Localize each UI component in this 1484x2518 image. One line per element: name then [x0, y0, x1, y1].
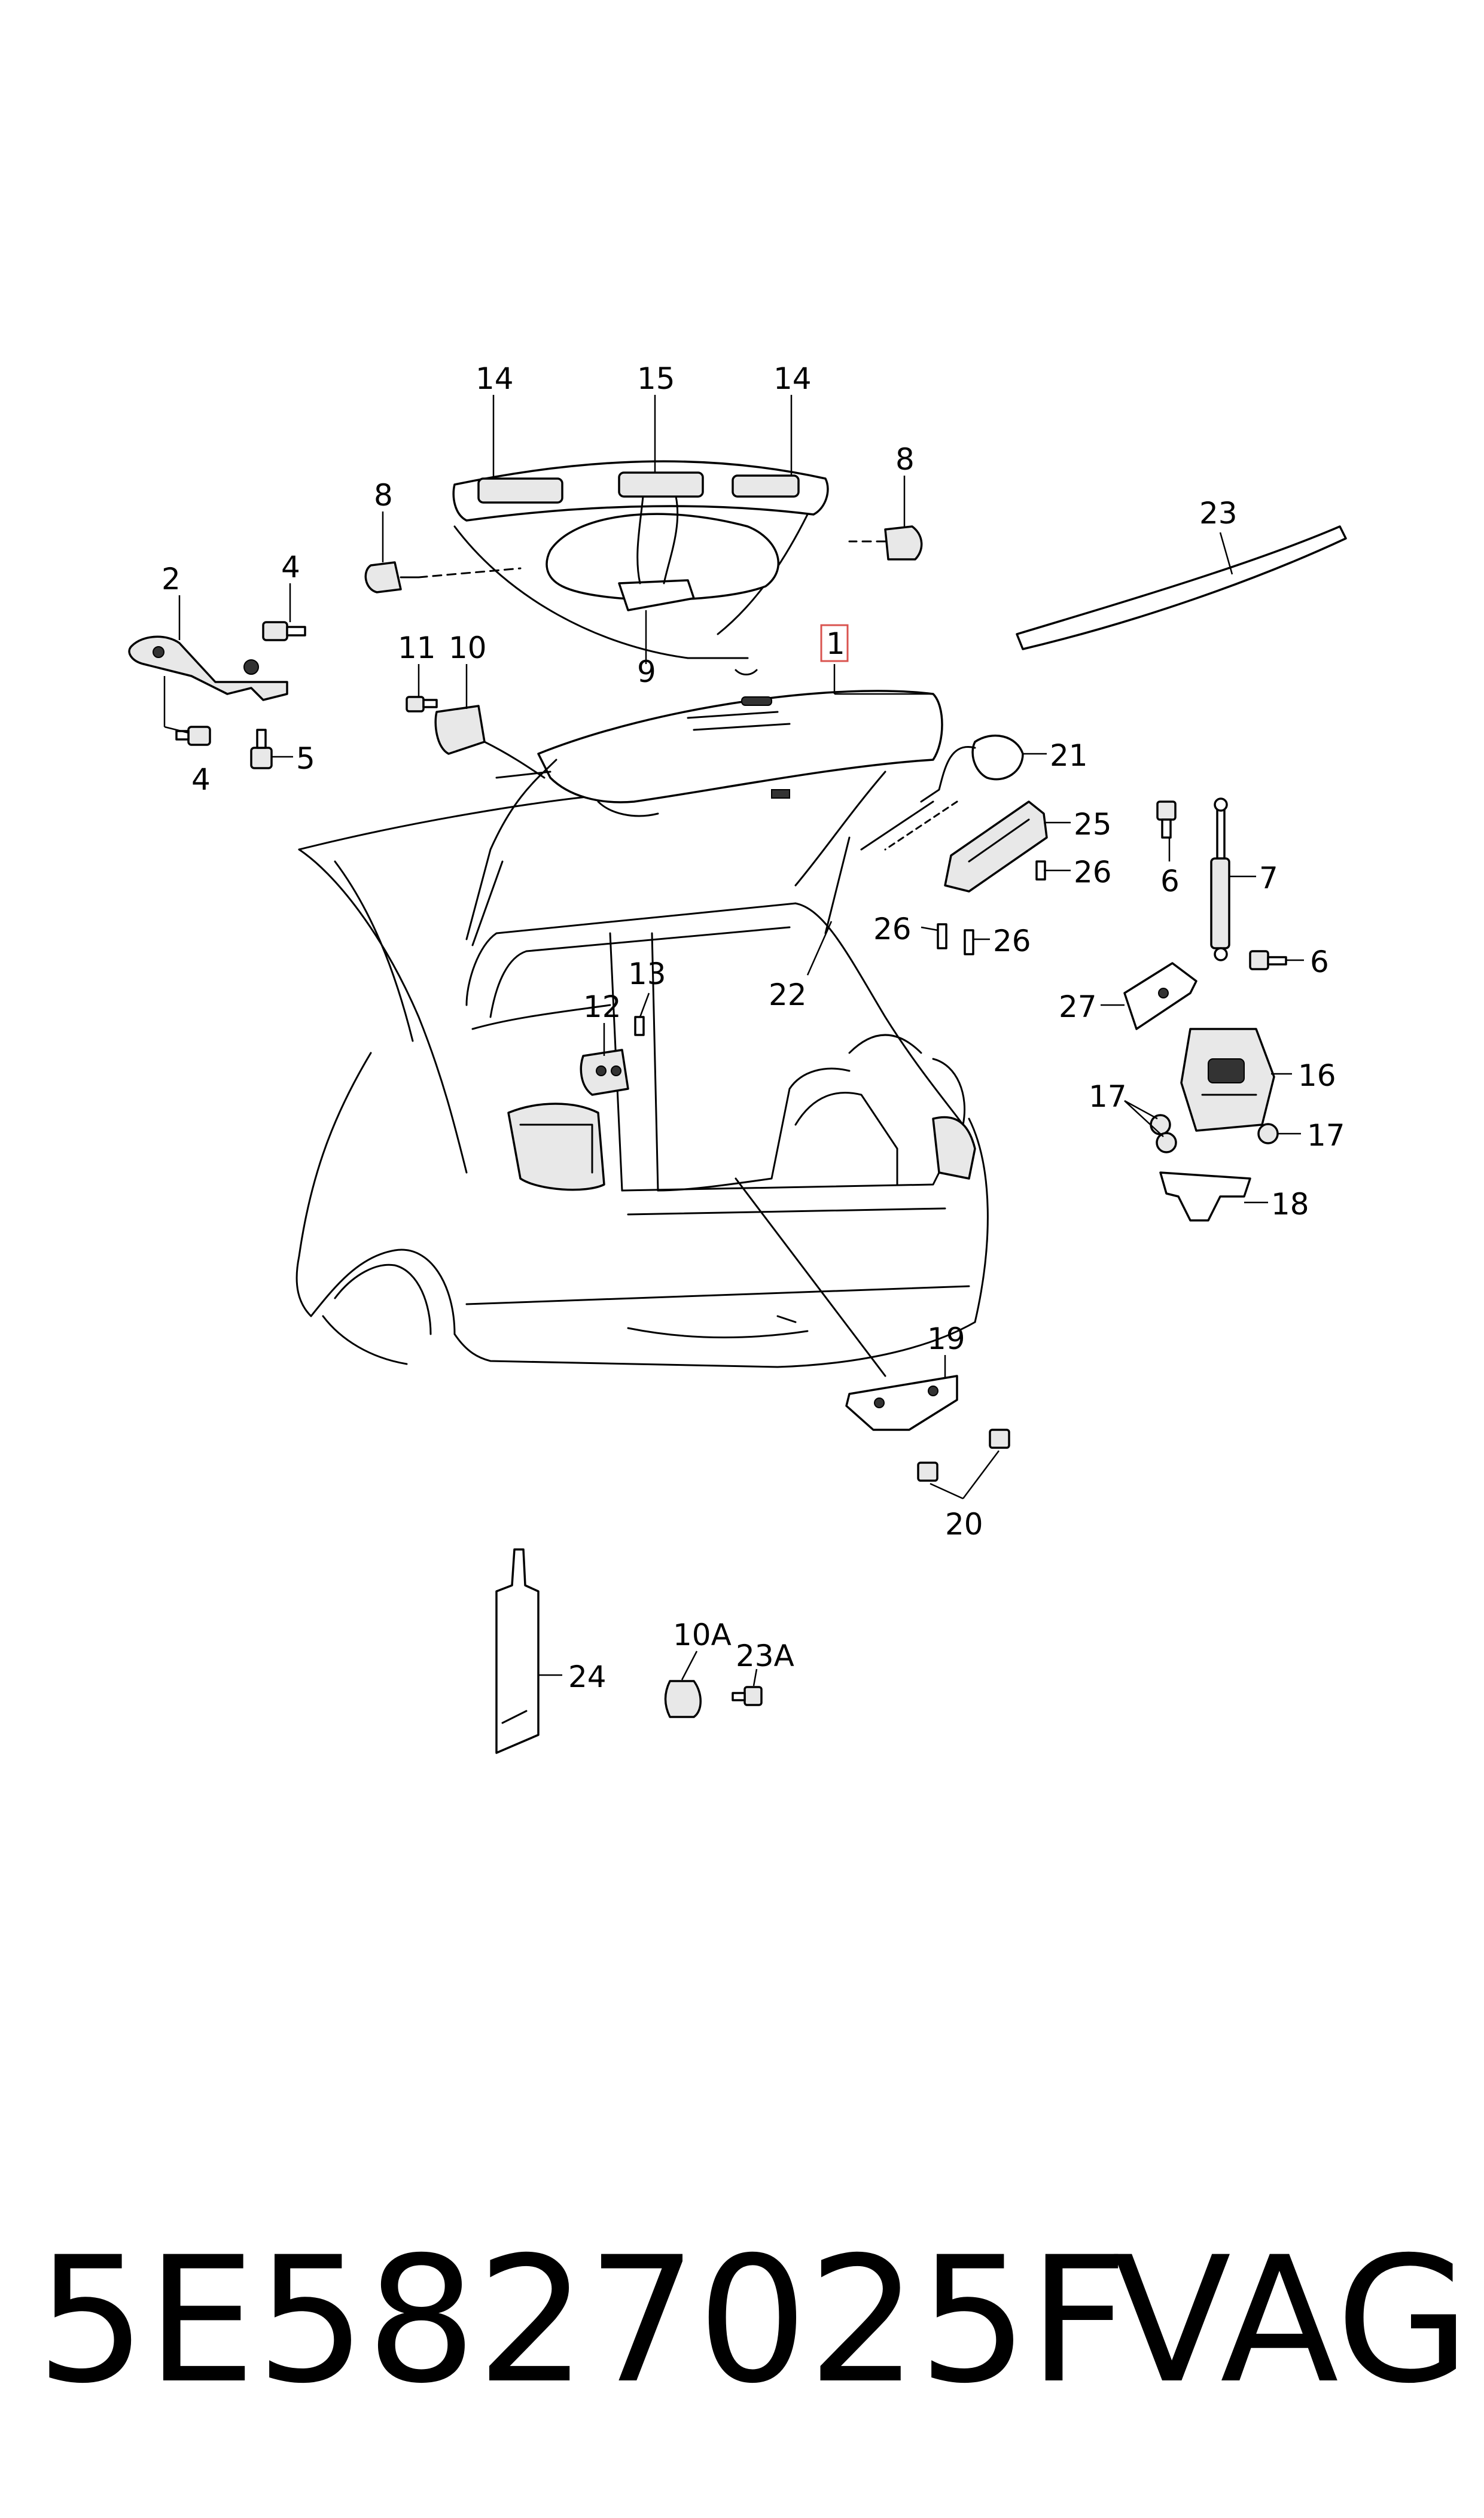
- part-23-trim-strip: [1016, 525, 1347, 650]
- callout-23a: 23A: [736, 1639, 794, 1673]
- brand-name: VAG: [1113, 2220, 1470, 2422]
- part-7-gas-strut: [1210, 797, 1230, 961]
- part-24-sealant-tube: [495, 1548, 540, 1754]
- callout-4-bottom: 4: [191, 762, 211, 797]
- part-13-screw: [634, 1016, 645, 1036]
- callout-18: 18: [1271, 1187, 1309, 1222]
- part-27-bracket: [1123, 962, 1197, 1030]
- part-23a-screw: [732, 1686, 763, 1706]
- footer: 5E5827025F VAG: [36, 2213, 1471, 2429]
- part-19-striker-plate: [735, 1177, 958, 1431]
- part-8-left-illustration: [364, 561, 522, 593]
- part-26-screws: [937, 860, 1046, 955]
- callout-7: 7: [1259, 861, 1278, 896]
- callout-10: 10: [449, 631, 487, 665]
- callout-20: 20: [945, 1507, 983, 1542]
- callout-17-left: 17: [1089, 1079, 1127, 1114]
- part-21-bump-stop: [920, 734, 1024, 803]
- part-18-striker: [1159, 1171, 1251, 1222]
- callout-4-top: 4: [281, 550, 300, 584]
- part-6-bottom: [1249, 950, 1287, 970]
- part-4-bolt-bottom: [175, 726, 211, 746]
- part-number: 5E5827025F: [36, 2220, 1129, 2422]
- callout-24: 24: [568, 1660, 607, 1694]
- callout-27: 27: [1059, 989, 1097, 1024]
- brake-light-inset: [452, 460, 829, 675]
- part-8-right-illustration: [848, 525, 923, 561]
- part-10-bracket: [434, 705, 546, 779]
- callout-22: 22: [769, 978, 807, 1012]
- callout-1: 1: [826, 626, 845, 661]
- callout-25: 25: [1074, 807, 1112, 842]
- callout-6-top: 6: [1160, 864, 1180, 899]
- leader-lines: [163, 395, 1304, 1686]
- callout-8-left: 8: [374, 478, 393, 513]
- callout-1-highlight-box: [820, 624, 849, 662]
- callout-16: 16: [1298, 1058, 1336, 1093]
- part-16-lock: [1180, 1028, 1275, 1132]
- part-11-screw: [406, 696, 438, 713]
- tailgate-illustration: [465, 690, 943, 940]
- part-4-bolt-top: [262, 621, 306, 641]
- callout-15: 15: [637, 361, 675, 396]
- part-2-hinge: [128, 635, 288, 701]
- callout-26-middle: 26: [993, 924, 1031, 958]
- car-body-illustration: [295, 794, 989, 1368]
- callout-14-right: 14: [773, 361, 812, 396]
- callout-26-left: 26: [873, 912, 912, 946]
- part-5-bolt: [250, 729, 273, 769]
- callout-6-bottom: 6: [1310, 945, 1329, 979]
- part-25-actuator: [860, 800, 1048, 893]
- callout-10a: 10A: [673, 1618, 732, 1652]
- part-6-top: [1156, 800, 1177, 839]
- callout-26-right: 26: [1074, 855, 1112, 890]
- callout-14-left: 14: [476, 361, 514, 396]
- callout-9: 9: [637, 654, 656, 689]
- callout-8-right: 8: [895, 442, 915, 477]
- callout-12: 12: [583, 989, 621, 1024]
- callout-17-right: 17: [1307, 1118, 1345, 1153]
- callout-23: 23: [1199, 496, 1238, 531]
- callout-labels: 14 15 14 8 8 23 9 1 2 4 4 5 11 10 21 25 …: [161, 361, 1345, 1694]
- part-12-bracket: [580, 1049, 629, 1096]
- callout-19: 19: [927, 1322, 965, 1356]
- callout-5: 5: [296, 741, 315, 776]
- callout-21: 21: [1050, 738, 1088, 773]
- part-20-bolts: [917, 1429, 1010, 1482]
- callout-13: 13: [628, 957, 666, 991]
- callout-2: 2: [161, 562, 181, 596]
- callout-11: 11: [398, 631, 436, 665]
- part-10a-clip: [664, 1680, 702, 1718]
